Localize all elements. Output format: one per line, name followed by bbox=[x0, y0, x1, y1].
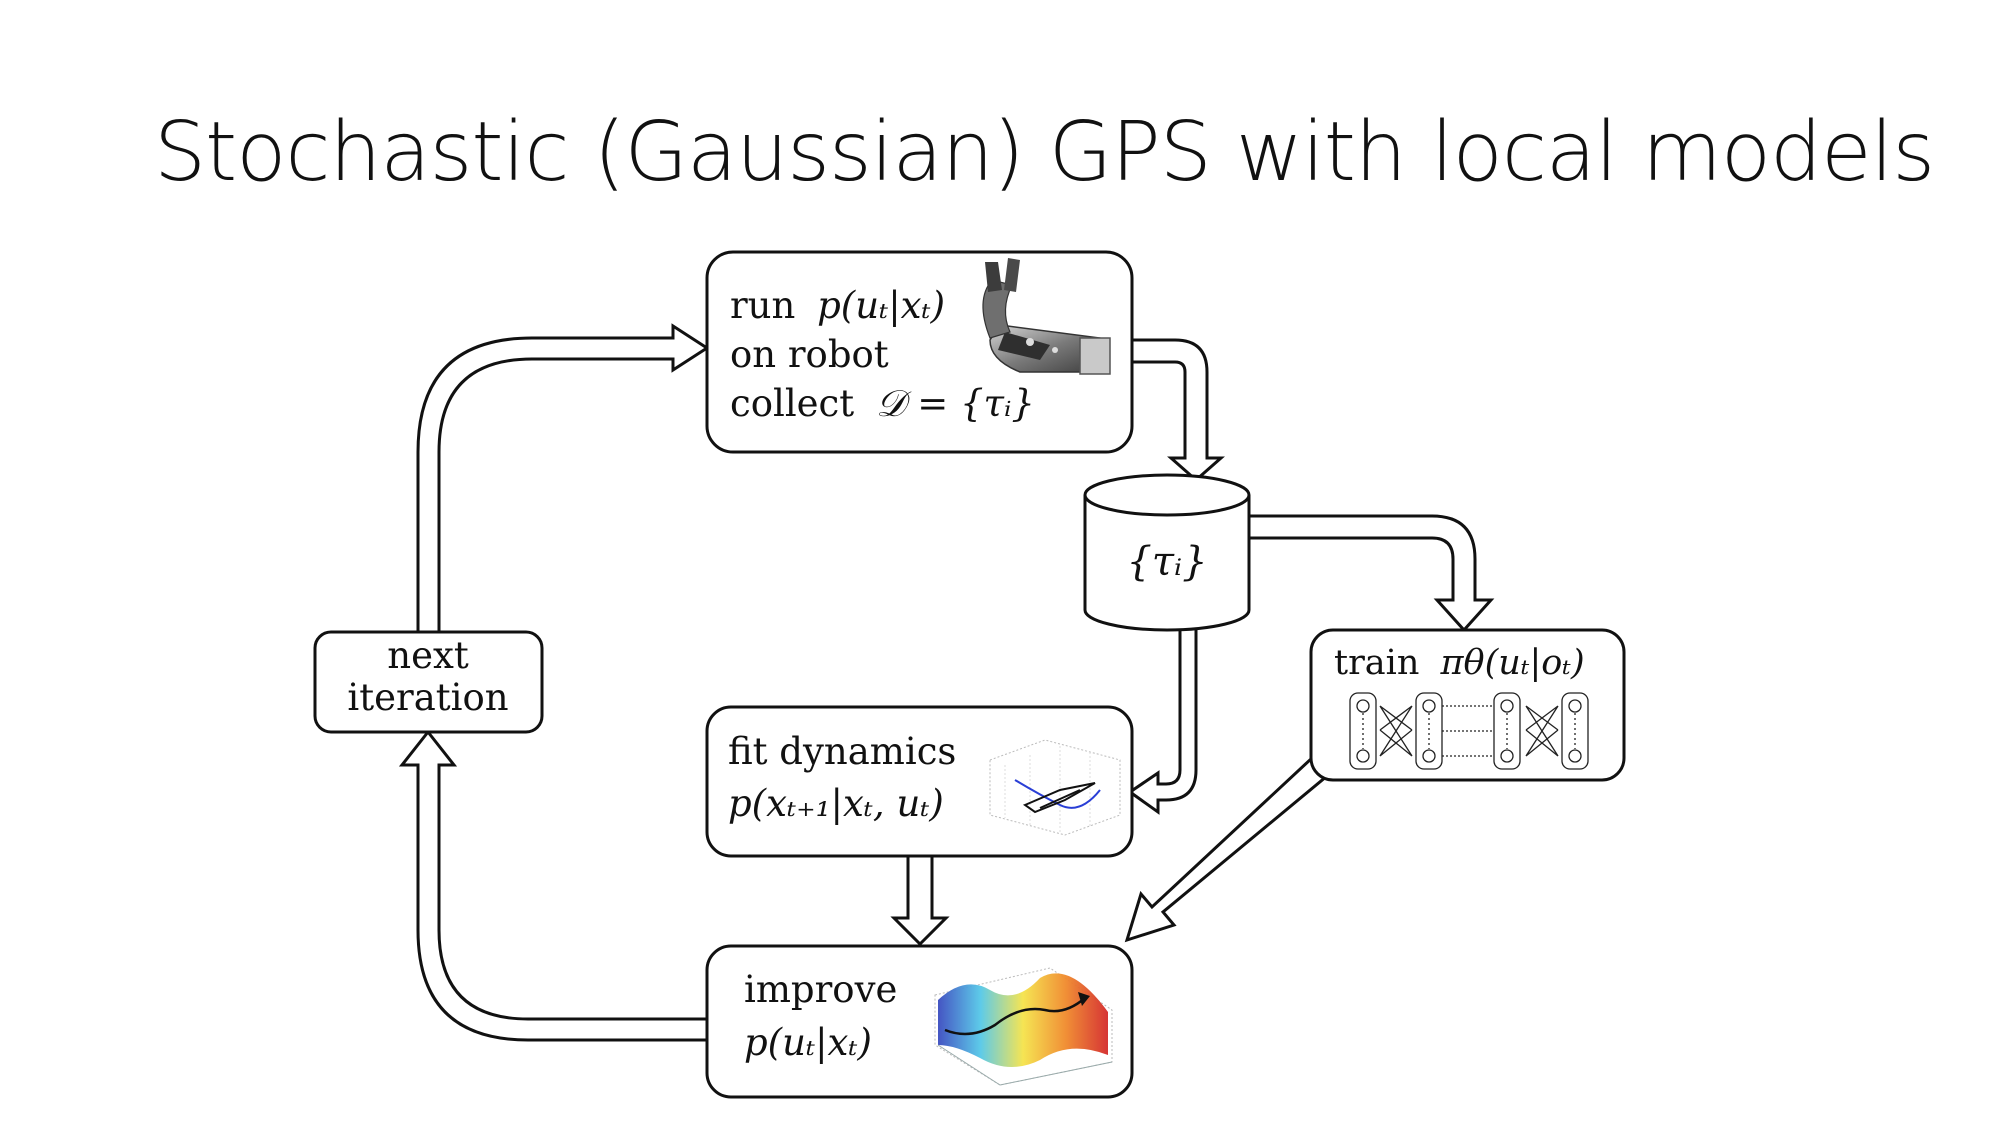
arrow-database-to-fit bbox=[1127, 620, 1198, 815]
collect-label: collect bbox=[730, 382, 854, 425]
svg-text:train πθ(uₜ|oₜ): train πθ(uₜ|oₜ) bbox=[1334, 643, 1585, 683]
svg-text:collect 𝒟 = {τᵢ}: collect 𝒟 = {τᵢ} bbox=[730, 382, 1035, 425]
run-policy-math: p(uₜ|xₜ) bbox=[817, 284, 945, 327]
improve-label: improve bbox=[744, 968, 897, 1011]
fit-dynamics-math: p(xₜ₊₁|xₜ, uₜ) bbox=[728, 782, 944, 825]
arrow-next-to-run bbox=[416, 323, 710, 634]
fit-dynamics-label: fit dynamics bbox=[728, 730, 956, 773]
improve-policy-node: improve p(uₜ|xₜ) bbox=[705, 944, 1134, 1099]
arrow-run-to-database bbox=[1130, 338, 1225, 482]
fit-dynamics-node: fit dynamics p(xₜ₊₁|xₜ, uₜ) bbox=[705, 705, 1134, 858]
cost-surface-icon bbox=[934, 967, 1113, 1086]
arrow-train-to-improve bbox=[1124, 755, 1330, 943]
arrow-improve-to-next bbox=[398, 729, 710, 1042]
iteration-label: iteration bbox=[347, 676, 508, 719]
dynamics-plot-icon bbox=[989, 739, 1121, 836]
neural-network-icon bbox=[1349, 692, 1589, 770]
run-on-robot-label: on robot bbox=[730, 333, 889, 376]
improve-policy-math: p(uₜ|xₜ) bbox=[744, 1021, 872, 1064]
database-label: {τᵢ} bbox=[1126, 539, 1207, 585]
slide-title: Stochastic (Gaussian) GPS with local mod… bbox=[154, 105, 1935, 200]
run-policy-node: run p(uₜ|xₜ) on robot collect 𝒟 = {τᵢ} bbox=[705, 250, 1134, 454]
trajectory-database-node: {τᵢ} bbox=[1083, 473, 1251, 632]
train-policy-math: πθ(uₜ|oₜ) bbox=[1440, 643, 1585, 683]
svg-text:run p(uₜ|xₜ): run p(uₜ|xₜ) bbox=[730, 284, 945, 327]
arrow-database-to-train bbox=[1242, 514, 1495, 633]
next-iteration-node: next iteration bbox=[313, 630, 544, 734]
next-label: next bbox=[387, 634, 469, 677]
run-label: run bbox=[730, 284, 795, 327]
robot-arm-icon bbox=[982, 258, 1111, 375]
arrow-fit-to-improve bbox=[890, 854, 950, 947]
train-label: train bbox=[1334, 643, 1419, 683]
collect-dataset-math: 𝒟 = {τᵢ} bbox=[876, 382, 1035, 425]
train-policy-node: train πθ(uₜ|oₜ) bbox=[1309, 628, 1626, 782]
